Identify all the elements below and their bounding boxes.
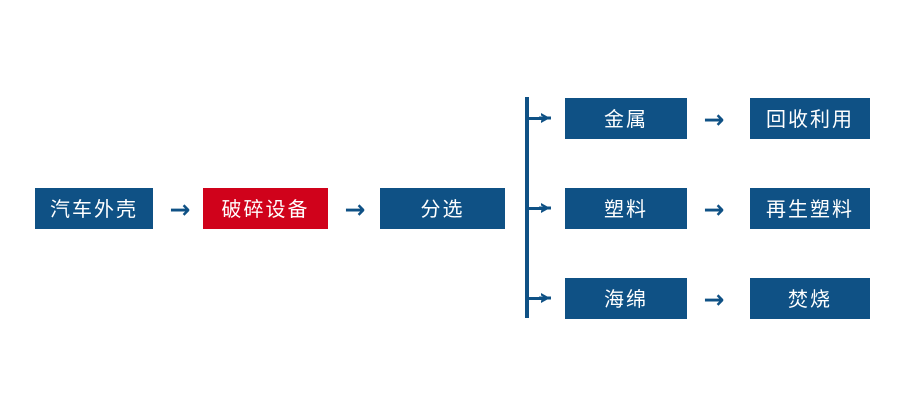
node-incineration[interactable]: 焚烧 [750,278,870,319]
branch-arrow-icon-metal [529,107,555,129]
branch-arrow-icon-sponge [529,287,555,309]
node-recycling-reuse[interactable]: 回收利用 [750,98,870,139]
node-sponge[interactable]: 海绵 [565,278,687,319]
arrow-right-icon-metal-to-recycle: → [703,104,725,134]
branch-arrow-icon-plastic [529,197,555,219]
arrow-right-icon-input-to-crusher: → [169,194,191,224]
arrow-right-icon-plastic-to-regenerated: → [703,194,725,224]
node-sorting[interactable]: 分选 [380,188,505,229]
node-car-shell[interactable]: 汽车外壳 [35,188,153,229]
node-crushing-equipment[interactable]: 破碎设备 [203,188,328,229]
arrow-right-icon-crusher-to-sorting: → [344,194,366,224]
distribution-bus-line [525,97,529,318]
arrow-right-icon-sponge-to-incineration: → [703,284,725,314]
node-plastic[interactable]: 塑料 [565,188,687,229]
node-regenerated-plastic[interactable]: 再生塑料 [750,188,870,229]
node-metal[interactable]: 金属 [565,98,687,139]
